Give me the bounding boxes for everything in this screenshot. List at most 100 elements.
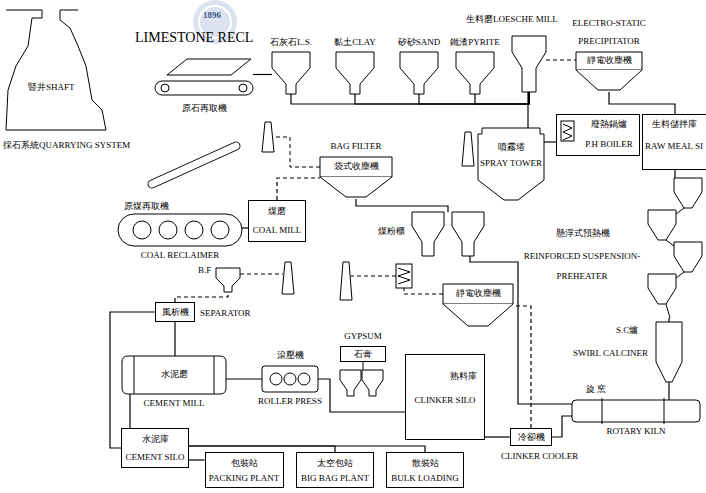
equipment-label: 冷卻機 <box>518 432 545 443</box>
equipment-shape: 石灰石L.S. <box>272 52 310 94</box>
outline-part <box>412 212 444 256</box>
stack <box>340 262 352 300</box>
equipment-box: 水泥庫CEMENT SILO <box>121 428 189 468</box>
equipment-label: 廢熱鍋爐 <box>591 119 627 130</box>
outline-part <box>676 272 684 278</box>
gas-duct <box>351 276 396 277</box>
heat-exchanger-coil <box>398 268 410 284</box>
flow-line <box>544 141 556 142</box>
outline-part <box>664 398 665 424</box>
stack <box>462 132 474 166</box>
equipment-shape: 生料磨LOESCHE MILL <box>512 36 546 92</box>
equipment-label: PACKING PLANT <box>209 473 279 484</box>
flow-line <box>318 379 405 412</box>
outline-part <box>6 10 106 130</box>
flow-line <box>277 178 320 200</box>
equipment-shape: 煤粉櫃 <box>412 212 484 256</box>
equipment-label: 袋式收塵機 <box>334 161 379 172</box>
outline-part <box>214 356 215 394</box>
equipment-box: 熟料庫CLINKER SILO <box>405 354 485 440</box>
equipment-label: COAL MILL <box>253 225 301 236</box>
equipment-label: CEMENT SILO <box>125 452 184 463</box>
outline-part <box>572 400 700 422</box>
outline-part <box>452 212 484 256</box>
equipment-label: ROTARY KILN <box>606 426 665 437</box>
equipment-shape: B.F <box>216 268 240 292</box>
equipment-shape: ELECTRO-STATIC PRECIPITATOR靜電收塵機 <box>576 52 642 92</box>
feed-hopper <box>362 370 383 396</box>
equipment-shape: S.C爐SWIRL CALCINER <box>652 322 686 382</box>
equipment-label: REINFORCED SUSPENSION- PREHEATER <box>522 246 642 286</box>
equipment-label: GYPSUM <box>344 331 382 342</box>
equipment-outline <box>2 6 110 134</box>
flow-line <box>485 436 510 437</box>
watermark-text: 1896 <box>203 10 221 20</box>
outline-part <box>656 322 682 382</box>
outline-part <box>576 70 642 90</box>
equipment-box: 太空包站BIG BAG PLANT <box>296 452 374 488</box>
outline-part <box>185 221 203 239</box>
outline-part <box>478 128 544 200</box>
outline-part <box>272 52 310 94</box>
equipment-label: BULK LOADING <box>391 473 459 484</box>
equipment-label: S.C爐 <box>616 325 638 336</box>
equipment-outline <box>262 366 318 392</box>
flow-line <box>253 74 272 75</box>
equipment-shape: 靜電收塵機 <box>443 284 513 328</box>
heat-exchanger <box>396 264 412 288</box>
equipment-label: 噴霧塔 <box>498 142 525 153</box>
outline-part <box>167 59 251 75</box>
outline-part <box>666 240 674 246</box>
flow-line <box>527 92 528 128</box>
flow-line <box>174 322 175 356</box>
equipment-label: SWIRL CALCINER <box>573 348 648 359</box>
equipment-label: 煤磨 <box>268 206 286 217</box>
outline-part <box>648 210 676 240</box>
equipment-shape: 黏土CLAY <box>336 52 374 94</box>
equipment-box: 風析機SEPARATOR <box>155 302 195 322</box>
equipment-shape: 鐵渣PYRITE <box>456 52 494 94</box>
equipment-outline <box>272 52 310 94</box>
equipment-label: 生料儲拌庫 <box>652 119 697 130</box>
equipment-outline <box>646 178 704 318</box>
flow-line <box>668 382 669 400</box>
outline-part <box>122 356 226 394</box>
flow-line <box>129 394 130 428</box>
equipment-shape: 滾壓機ROLLER PRESS <box>262 366 318 392</box>
flow-line <box>668 318 669 322</box>
equipment-box: GYPSUM石膏 <box>340 346 386 362</box>
flow-line <box>189 459 205 460</box>
equipment-box: 煤磨 COAL MILL <box>248 200 306 242</box>
outline-part <box>161 84 169 92</box>
equipment-label: 靜電收塵機 <box>456 288 501 299</box>
outline-part <box>155 81 253 95</box>
equipment-label: 太空包站 <box>317 458 353 469</box>
outline-part <box>118 214 242 246</box>
equipment-label: 豎井SHAFT <box>28 82 75 93</box>
equipment-box: 冷卻機CLINKER COOLER <box>510 428 552 446</box>
equipment-label: CLINKER COOLER <box>501 451 578 462</box>
equipment-outline <box>400 52 438 94</box>
outline-part <box>298 373 310 385</box>
outline-part <box>320 177 392 197</box>
feed-chute <box>363 362 364 370</box>
equipment-outline <box>216 268 240 292</box>
feed-hopper <box>340 370 361 396</box>
equipment-label: 滾壓機 <box>277 350 304 361</box>
outline-part <box>134 356 135 394</box>
outline-part <box>320 157 392 177</box>
gas-duct <box>273 137 320 167</box>
equipment-label: 熟料庫 <box>450 371 477 382</box>
outline-part <box>336 52 374 94</box>
equipment-label: 懸浮式預熱機 <box>556 228 610 239</box>
equipment-label: 生料磨LOESCHE MILL <box>466 14 558 25</box>
flow-line <box>546 59 576 60</box>
outline-part <box>512 36 546 92</box>
outline-part <box>666 304 670 318</box>
equipment-shape: 旋 窯ROTARY KILN <box>572 400 700 422</box>
outline-part <box>239 84 247 92</box>
equipment-outline <box>572 400 700 422</box>
equipment-label: RAW MEAL SI <box>645 141 703 152</box>
flow-line <box>552 416 572 437</box>
equipment-box: 生料儲拌庫 RAW MEAL SI <box>642 114 706 170</box>
